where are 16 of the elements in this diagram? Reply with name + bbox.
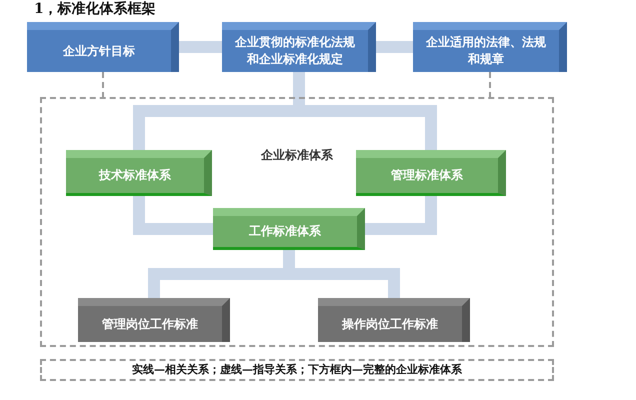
dashed-line: [489, 72, 491, 97]
source-box: 企业适用的法律、法规和规章: [413, 22, 567, 72]
band-arrow: [133, 196, 213, 235]
band-arrow: [365, 196, 437, 235]
system-box: 工作标准体系: [213, 208, 365, 250]
standard-box: 操作岗位工作标准: [318, 298, 470, 342]
diagram-title: 1，标准化体系框架: [34, 0, 156, 18]
note-box: 实线—相关关系；虚线—指导关系；下方框内—完整的企业标准体系: [40, 359, 554, 381]
source-box: 企业贯彻的标准化法规和企业标准化规定: [222, 22, 376, 72]
frame-title: 企业标准体系: [260, 147, 334, 164]
dashed-frame: [40, 97, 554, 347]
dashed-line: [102, 72, 104, 97]
system-box: 管理标准体系: [356, 150, 506, 196]
system-box: 技术标准体系: [66, 150, 212, 196]
source-box: 企业方针目标: [27, 22, 179, 72]
standard-box: 管理岗位工作标准: [78, 298, 230, 342]
